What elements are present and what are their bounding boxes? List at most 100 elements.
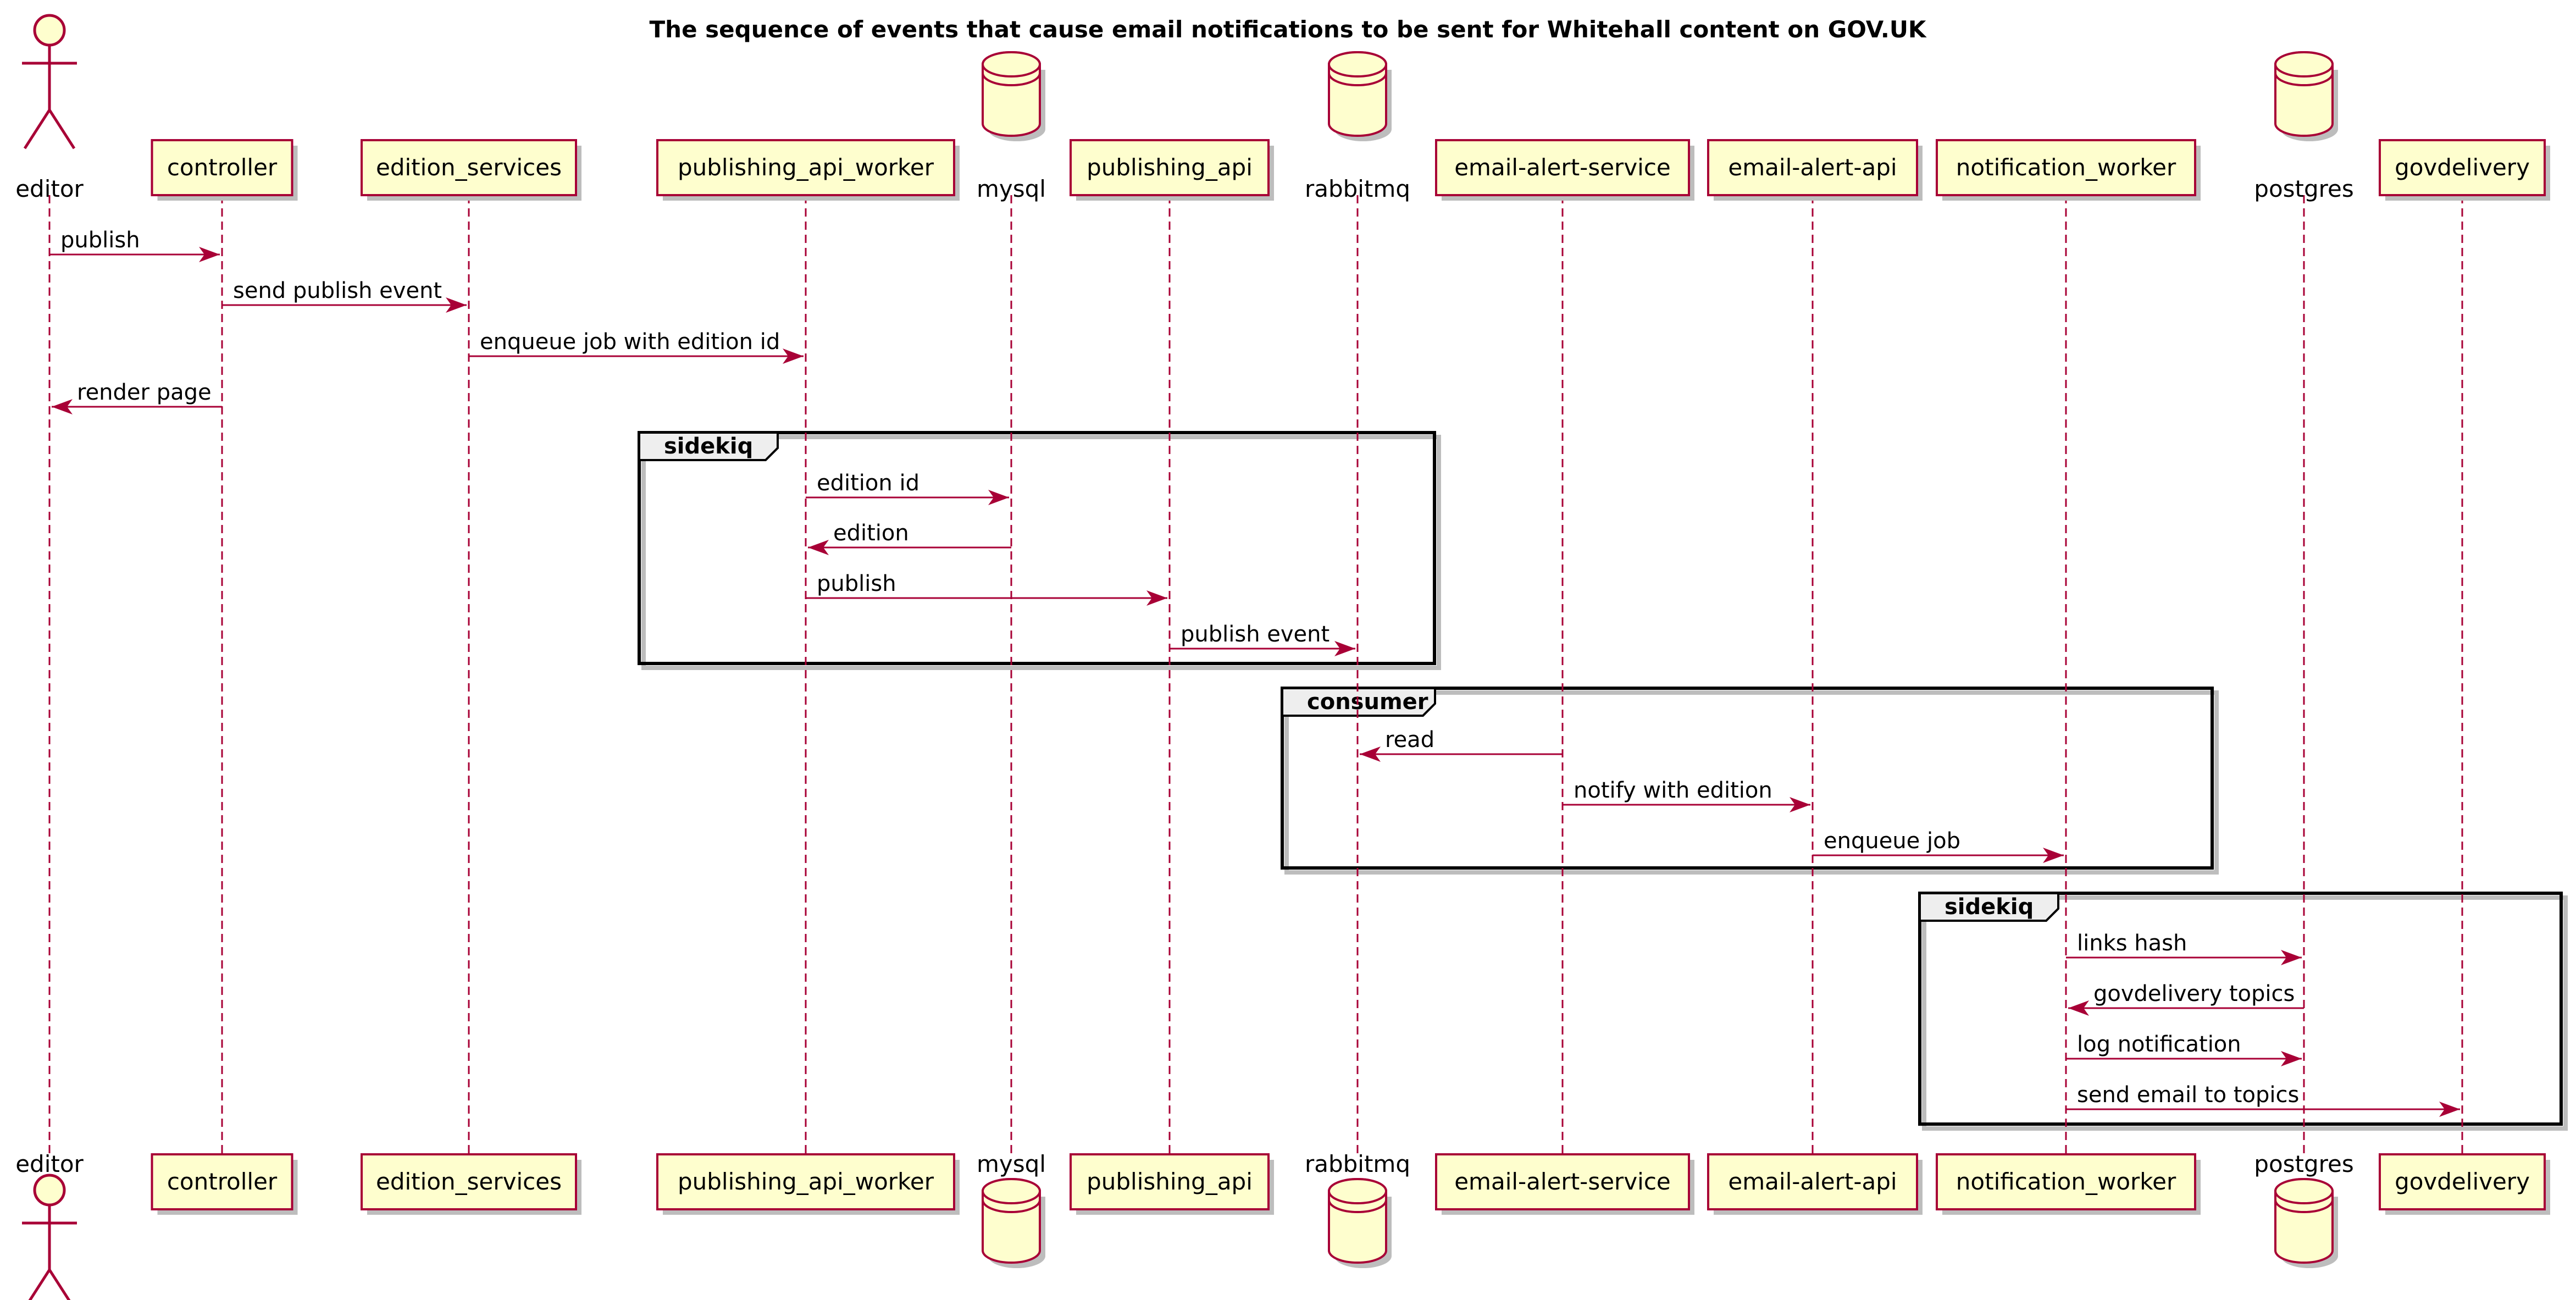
participant-label: govdelivery: [2395, 154, 2530, 181]
message-arrow: enqueue job: [1813, 828, 2064, 863]
database-icon: [2274, 51, 2338, 141]
participant-email_alert_api-top: email-alert-api: [1707, 139, 1923, 201]
actor-label: editor: [15, 175, 84, 202]
participant-box: [1707, 139, 1918, 196]
group-frame-consumer: consumer: [1281, 687, 2219, 875]
participant-controller-top: controller: [151, 139, 298, 201]
group-tab: [1919, 892, 2059, 922]
database-label: rabbitmq: [1305, 175, 1410, 202]
participant-box: [656, 139, 955, 196]
participant-publishing_api-top: publishing_api: [1070, 139, 1274, 201]
arrowhead: [199, 247, 220, 262]
participant-postgres-top: postgres: [2254, 51, 2354, 202]
participant-label: edition_services: [376, 1168, 562, 1195]
message-arrow: publish event: [1170, 622, 1355, 656]
message-arrow: render page: [52, 380, 222, 414]
arrowhead: [988, 490, 1009, 505]
participant-label: govdelivery: [2395, 1168, 2530, 1195]
database-label: postgres: [2254, 1150, 2353, 1177]
arrowhead: [808, 540, 829, 555]
participant-label: email-alert-api: [1728, 154, 1897, 181]
message-label: publish event: [1181, 622, 1329, 647]
actor-label: editor: [15, 1150, 84, 1177]
database-icon: [982, 1178, 1045, 1268]
actor-icon: [22, 1174, 77, 1300]
database-label: mysql: [977, 1150, 1046, 1177]
arrowhead: [2281, 950, 2302, 965]
arrowhead: [1334, 641, 1355, 656]
database-label: postgres: [2254, 175, 2353, 202]
participant-govdelivery-bottom: govdelivery: [2379, 1153, 2550, 1215]
message-label: edition: [833, 521, 909, 546]
message-arrow: log notification: [2066, 1032, 2302, 1066]
message-label: render page: [77, 380, 212, 405]
participant-label: publishing_api: [1087, 1168, 1253, 1195]
participant-box: [151, 139, 293, 196]
arrowhead: [1790, 797, 1810, 812]
arrowhead: [2439, 1102, 2460, 1117]
participant-label: notification_worker: [1956, 154, 2176, 181]
participant-publishing_api-bottom: publishing_api: [1070, 1153, 1274, 1215]
message-arrow: read: [1360, 727, 1563, 762]
participant-publishing_api_worker-bottom: publishing_api_worker: [656, 1153, 960, 1215]
message-arrow: edition id: [806, 471, 1009, 505]
participant-mysql-top: mysql: [977, 51, 1046, 202]
group-tab: [1281, 687, 1436, 717]
message-arrow: send email to topics: [2066, 1082, 2460, 1117]
message-arrow: edition: [808, 521, 1011, 555]
arrowhead: [1146, 590, 1167, 606]
participant-box: [361, 1153, 577, 1210]
message-label: govdelivery topics: [2093, 981, 2295, 1006]
group-label: sidekiq: [1945, 894, 2034, 920]
participant-label: controller: [167, 1168, 278, 1195]
arrowhead: [52, 399, 73, 414]
participant-box: [1070, 139, 1270, 196]
database-label: rabbitmq: [1305, 1150, 1410, 1177]
message-arrow: publish: [806, 571, 1167, 606]
participant-email_alert_service-bottom: email-alert-service: [1435, 1153, 1694, 1215]
participant-box: [1936, 139, 2196, 196]
participant-govdelivery-top: govdelivery: [2379, 139, 2550, 201]
participant-controller-bottom: controller: [151, 1153, 298, 1215]
participant-box: [1435, 139, 1690, 196]
arrowhead: [2281, 1051, 2302, 1066]
participant-postgres-bottom: postgres: [2254, 1150, 2354, 1268]
participant-box: [1435, 1153, 1690, 1210]
message-label: publish: [817, 571, 896, 596]
participant-box: [1707, 1153, 1918, 1210]
arrowhead: [2043, 848, 2064, 863]
participant-label: notification_worker: [1956, 1168, 2176, 1195]
message-arrow: govdelivery topics: [2068, 981, 2304, 1016]
database-icon: [982, 51, 1045, 141]
participant-label: edition_services: [376, 154, 562, 181]
participant-edition_services-top: edition_services: [361, 139, 581, 201]
participant-box: [1070, 1153, 1270, 1210]
arrowhead: [446, 297, 467, 313]
participant-box: [151, 1153, 293, 1210]
message-label: enqueue job: [1824, 828, 1960, 854]
participant-label: publishing_api: [1087, 154, 1253, 181]
message-label: enqueue job with edition id: [480, 329, 780, 355]
participant-notification_worker-top: notification_worker: [1936, 139, 2201, 201]
participant-box: [361, 139, 577, 196]
database-icon: [1328, 1178, 1392, 1268]
database-icon: [1328, 51, 1392, 141]
group-frame-sidekiq: sidekiq: [1918, 892, 2568, 1131]
participant-label: email-alert-api: [1728, 1168, 1897, 1195]
message-arrow: send publish event: [222, 278, 467, 313]
participant-editor-top: editor: [15, 14, 84, 202]
group-label: consumer: [1307, 689, 1428, 715]
message-label: send email to topics: [2077, 1082, 2299, 1108]
arrowhead: [783, 348, 804, 364]
participant-notification_worker-bottom: notification_worker: [1936, 1153, 2201, 1215]
participant-box: [656, 1153, 955, 1210]
arrowhead: [1360, 746, 1381, 762]
arrowhead: [2068, 1000, 2089, 1016]
message-label: read: [1385, 727, 1434, 753]
message-label: notify with edition: [1574, 778, 1772, 803]
actor-icon: [22, 14, 77, 150]
participant-edition_services-bottom: edition_services: [361, 1153, 581, 1215]
group-tab: [638, 432, 779, 461]
group-frame-sidekiq: sidekiq: [638, 431, 1441, 670]
